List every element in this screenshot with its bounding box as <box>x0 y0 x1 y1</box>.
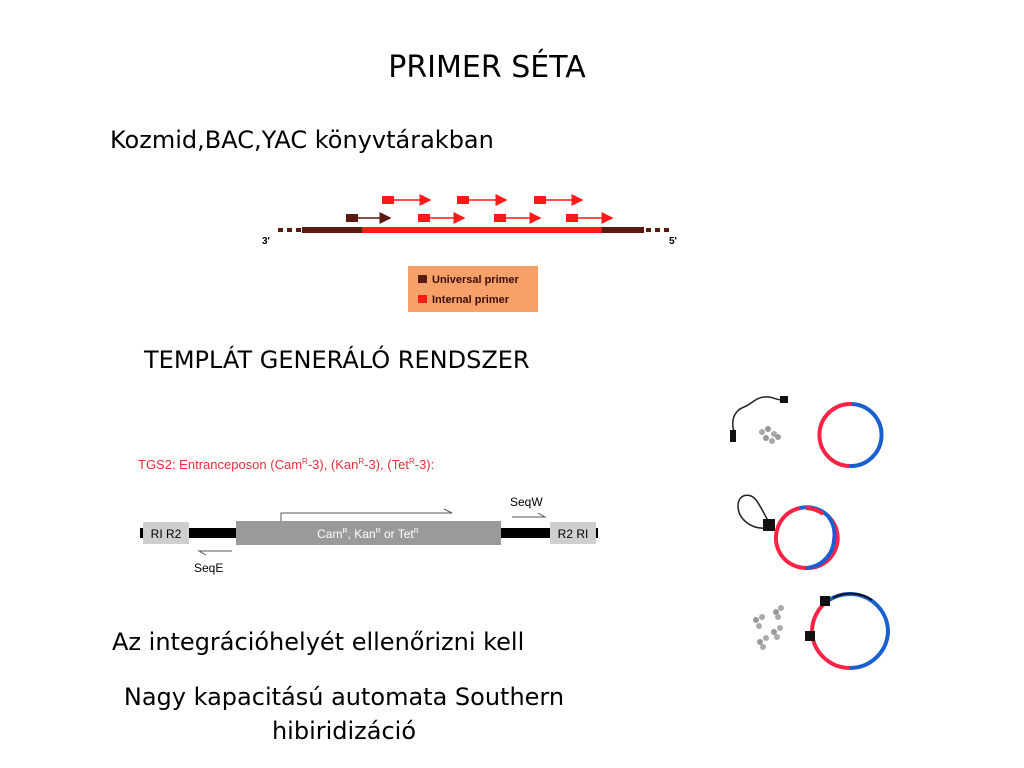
page-title: PRIMER SÉTA <box>388 50 586 85</box>
vector-strand-left <box>302 227 362 233</box>
internal-primer-arrow <box>382 194 432 206</box>
right-end-label: R2 RI <box>558 527 589 541</box>
resistance-cassette <box>236 521 501 545</box>
transposome-complex <box>737 494 775 531</box>
primer-legend: Universal primer Internal primer <box>408 266 538 312</box>
released-protein-clusters <box>753 605 784 650</box>
seqw-label: SeqW <box>510 495 543 509</box>
universal-primer-arrow <box>346 212 392 224</box>
internal-primer-arrow <box>534 194 584 206</box>
primer-walk-diagram: 3' 5' <box>262 194 677 312</box>
left-end-box <box>143 522 189 544</box>
transposon-free <box>730 396 788 442</box>
plasmid-with-transposome <box>773 505 840 571</box>
plasmid-illustrations <box>730 396 891 671</box>
legend-label-universal: Universal primer <box>432 274 520 286</box>
plasmid-with-insert <box>805 591 891 671</box>
end-5prime-label: 5' <box>669 236 677 247</box>
protein-cluster-icon <box>759 426 781 444</box>
internal-primer-arrow <box>418 212 466 224</box>
internal-primer-arrow <box>566 212 614 224</box>
seqe-arrow <box>197 550 232 556</box>
dna-dotted-ends <box>278 228 669 232</box>
internal-primer-arrow <box>457 194 508 206</box>
seqw-arrow <box>512 512 547 518</box>
vector-strand-right <box>602 227 644 233</box>
southern-note: Nagy kapacitású automata Southern hibiri… <box>123 683 565 745</box>
right-end-box <box>550 522 596 544</box>
internal-primer-arrow <box>494 212 542 224</box>
legend-swatch-internal <box>418 295 427 303</box>
end-3prime-label: 3' <box>262 236 270 247</box>
legend-label-internal: Internal primer <box>432 294 510 306</box>
insert-strand <box>362 227 602 233</box>
tgs2-heading: TGS2: Entranceposon (CamR-3), (KanR-3), … <box>138 457 434 472</box>
seqe-label: SeqE <box>194 561 223 575</box>
integration-note: Az integrációhelyét ellenőrizni kell <box>112 628 525 656</box>
section2-title: TEMPLÁT GENERÁLÓ RENDSZER <box>144 346 530 374</box>
tgs2-construct: TGS2: Entranceposon (CamR-3), (KanR-3), … <box>138 457 598 575</box>
subtitle: Kozmid,BAC,YAC könyvtárakban <box>110 126 494 154</box>
target-plasmid <box>817 401 884 469</box>
cassette-direction-arrow <box>280 508 453 521</box>
left-end-label: RI R2 <box>151 527 182 541</box>
legend-swatch-universal <box>418 275 427 283</box>
resistance-cassette-label: CamR, KanR or TetR <box>317 527 419 541</box>
